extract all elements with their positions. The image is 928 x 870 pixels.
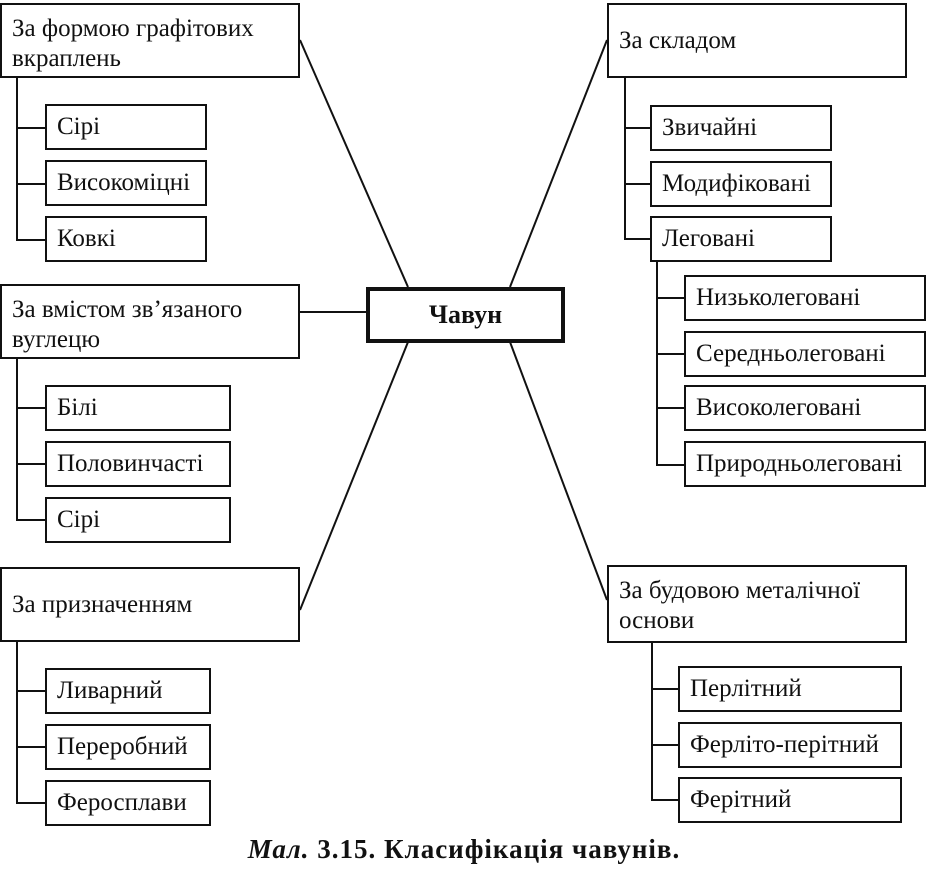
- alloyed-item: Середньолеговані: [684, 331, 926, 377]
- tree-purpose: [16, 642, 45, 804]
- carbon-item: Сірі: [45, 497, 231, 543]
- tree-composition: [624, 77, 650, 240]
- tree-alloyed: [656, 260, 684, 466]
- structure-item: Ферітний: [678, 777, 902, 823]
- connector-structure: [509, 341, 608, 601]
- connector-purpose: [299, 341, 409, 611]
- group-structure-title: За будовою металічної основи: [607, 565, 907, 643]
- figure-caption: Мал. 3.15. Класифікація чавунів.: [0, 834, 928, 865]
- alloyed-item: Низьколеговані: [684, 275, 926, 321]
- carbon-item: Половинчасті: [45, 441, 231, 487]
- group-carbon-title: За вмістом зв’язаного вуглецю: [0, 284, 300, 359]
- graphite-item: Ковкі: [45, 216, 207, 262]
- structure-item: Перлітний: [678, 666, 902, 712]
- purpose-item: Переробний: [45, 724, 211, 770]
- tree-graphite: [16, 77, 45, 241]
- caption-prefix: Мал.: [247, 834, 310, 864]
- tree-structure: [651, 642, 678, 801]
- tree-carbon: [16, 358, 45, 521]
- composition-item: Звичайні: [650, 105, 832, 151]
- structure-item: Ферліто-перітний: [678, 722, 902, 768]
- group-purpose-title: За призначенням: [0, 567, 300, 642]
- graphite-item: Сірі: [45, 104, 207, 150]
- connector-graphite: [299, 39, 409, 288]
- group-graphite-title: За формою графітових вкраплень: [0, 3, 300, 78]
- carbon-item: Білі: [45, 385, 231, 431]
- center-label: Чавун: [428, 300, 503, 329]
- group-composition-title: За складом: [607, 3, 907, 78]
- center-node: Чавун: [366, 287, 565, 343]
- purpose-item: Феросплави: [45, 780, 211, 826]
- graphite-item: Високоміцні: [45, 160, 207, 206]
- connector-composition: [509, 39, 608, 288]
- caption-text: 3.15. Класифікація чавунів.: [317, 834, 681, 864]
- purpose-item: Ливарний: [45, 668, 211, 714]
- composition-item: Леговані: [650, 216, 832, 262]
- alloyed-item: Природньолеговані: [684, 441, 926, 487]
- composition-item: Модифіковані: [650, 161, 832, 207]
- alloyed-item: Високолеговані: [684, 385, 926, 431]
